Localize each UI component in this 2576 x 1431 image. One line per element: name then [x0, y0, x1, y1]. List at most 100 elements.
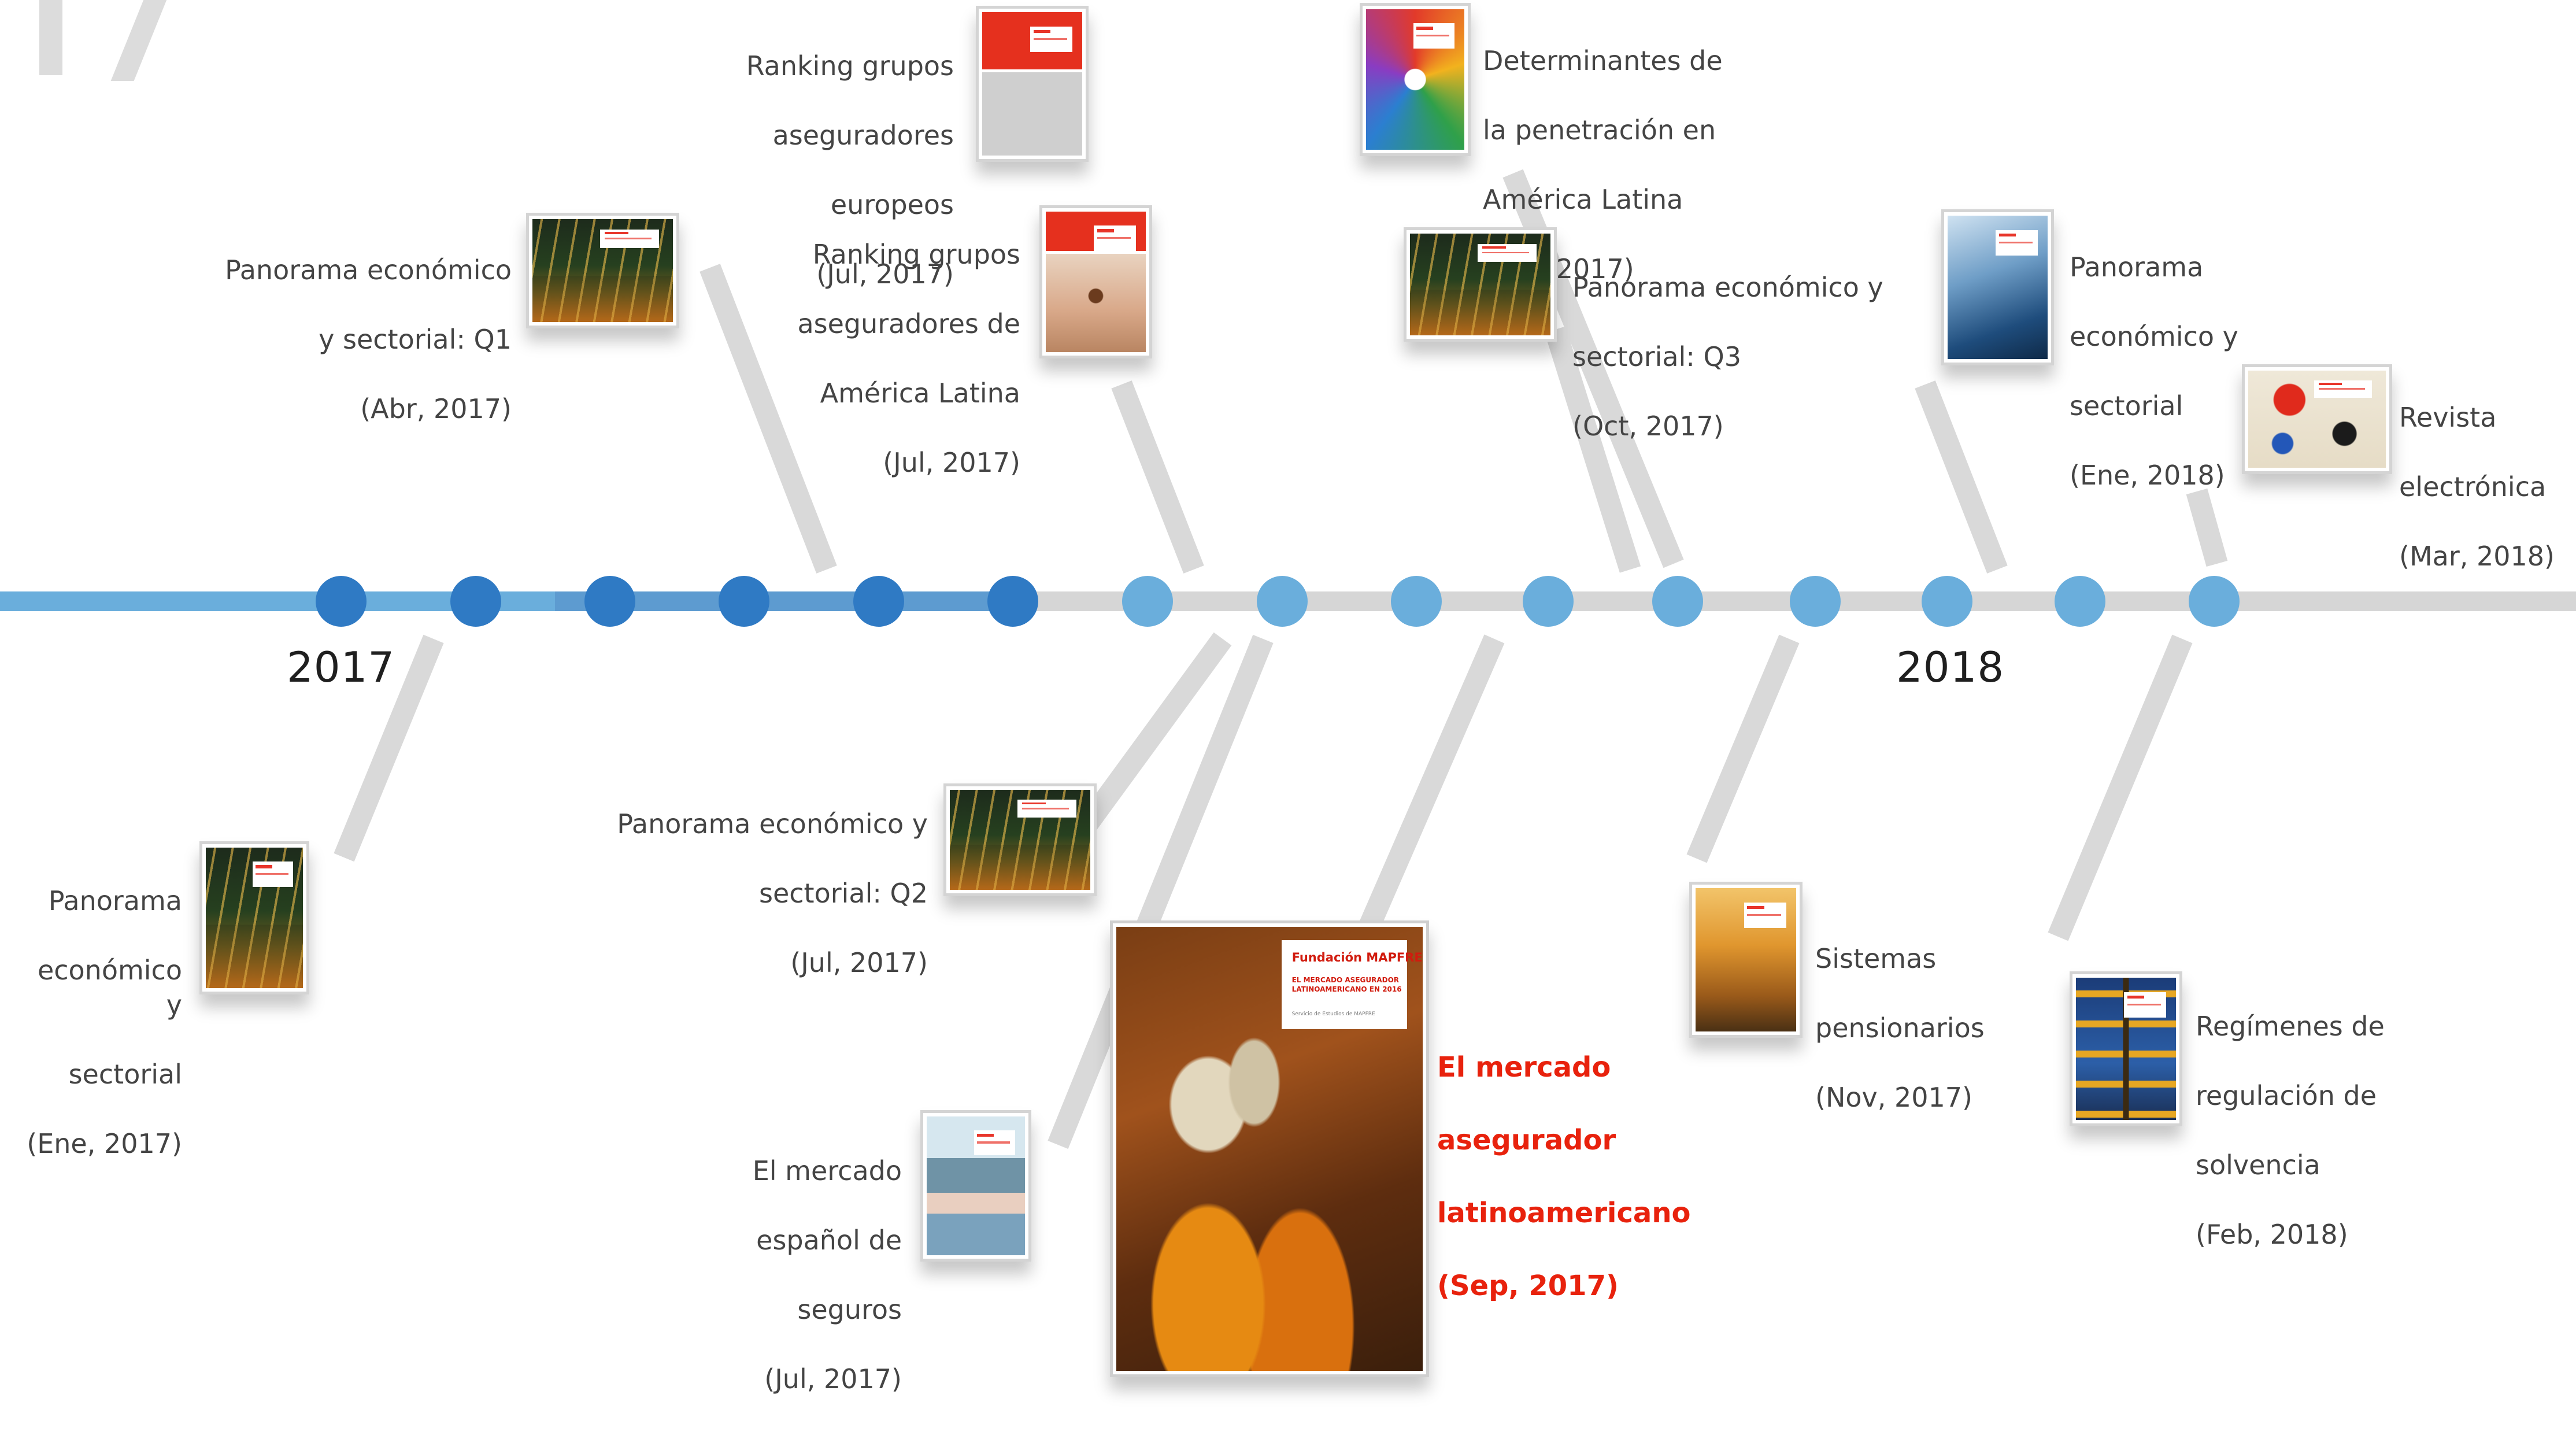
connector-line: [2186, 488, 2228, 567]
label-line: Determinantes de: [1483, 45, 1723, 76]
cover-regimenes-solvencia-2018[interactable]: [2070, 971, 2182, 1126]
cover-determinantes-2017[interactable]: [1360, 3, 1471, 156]
label-line: Ranking grupos: [812, 239, 1020, 270]
label-sistemas-pensionarios-2017: Sistemas pensionarios (Nov, 2017): [1815, 907, 2035, 1149]
label-line: europeos: [830, 189, 954, 220]
cover-subtitle: Servicio de Estudios de MAPFRE: [1291, 1011, 1375, 1017]
cover-sistemas-pensionarios-2017[interactable]: [1689, 882, 1803, 1038]
cover-brand-tag: [1477, 243, 1537, 262]
label-line: (Feb, 2018): [2196, 1219, 2348, 1250]
cover-mercado-latinoamericano-2017[interactable]: Fundación MAPFRE EL MERCADO ASEGURADOR L…: [1110, 920, 1429, 1377]
decorative-slash-mark: [39, 0, 62, 75]
cover-image: [1366, 9, 1464, 150]
cover-title: EL MERCADO ASEGURADOR LATINOAMERICANO EN…: [1291, 976, 1402, 994]
label-line: (Abr, 2017): [360, 393, 512, 424]
label-mercado-espanol-2017: El mercado español de seguros (Jul, 2017…: [726, 1119, 902, 1431]
label-line: América Latina: [820, 378, 1020, 409]
cover-brand-tag: [1017, 800, 1076, 818]
cover-image: [2076, 978, 2176, 1120]
label-line: sectorial: Q2: [759, 878, 928, 909]
cover-image: Fundación MAPFRE EL MERCADO ASEGURADOR L…: [1116, 927, 1423, 1371]
label-line: asegurador: [1437, 1124, 1616, 1156]
cover-panorama-q3-2017[interactable]: [1404, 227, 1557, 342]
timeline-dot: [1257, 576, 1308, 627]
cover-brand-tag: [1413, 23, 1454, 49]
label-panorama-q1-2017: Panorama económico y sectorial: Q1 (Abr,…: [208, 218, 512, 461]
cover-brand-tag: [974, 1130, 1015, 1156]
cover-ranking-latam-2017[interactable]: [1039, 205, 1152, 358]
cover-panorama-q2-2017[interactable]: [943, 783, 1097, 896]
timeline-infographic: 2017 2018 Panorama económico y sectorial…: [0, 0, 2576, 1395]
timeline-dot: [719, 576, 769, 627]
label-line: electrónica: [2399, 471, 2547, 502]
cover-panorama-q1-2017[interactable]: [526, 213, 679, 328]
cover-panorama-ene-2018[interactable]: [1941, 209, 2054, 365]
label-line: (Ene, 2018): [2070, 460, 2225, 491]
timeline-dot: [987, 576, 1038, 627]
timeline-dot: [2189, 576, 2240, 627]
label-ranking-latam-2017: Ranking grupos aseguradores de América L…: [752, 202, 1020, 515]
label-line: (Jul, 2017): [816, 258, 954, 290]
timeline-dots: [316, 576, 2240, 627]
label-line: Ranking grupos: [746, 50, 954, 82]
label-line: sectorial: Q3: [1572, 341, 1741, 372]
label-revista-electronica-2018: Revista electrónica (Mar, 2018): [2399, 365, 2573, 608]
label-line: El mercado: [1437, 1051, 1611, 1084]
cover-image: [532, 219, 673, 322]
label-mercado-latinoamericano-2017: El mercado asegurador latinoamericano (S…: [1437, 1013, 1690, 1341]
cover-brand-tag: [252, 861, 294, 888]
label-line: (Nov, 2017): [1815, 1082, 1972, 1113]
cover-revista-electronica-2018[interactable]: [2242, 364, 2392, 474]
timeline-dot: [584, 576, 635, 627]
cover-title-box: Fundación MAPFRE EL MERCADO ASEGURADOR L…: [1282, 940, 1423, 1029]
cover-image: [1948, 216, 2048, 359]
label-panorama-q2-2017: Panorama económico y sectorial: Q2 (Jul,…: [613, 772, 928, 1015]
connector-line: [334, 634, 444, 862]
label-line: Panorama económico y: [617, 808, 928, 840]
cover-image: [1696, 888, 1796, 1031]
timeline-dot: [450, 576, 501, 627]
label-line: económico y: [2070, 321, 2238, 352]
timeline-dot: [1652, 576, 1703, 627]
label-ranking-europeos-2017: Ranking grupos aseguradores europeos (Ju…: [705, 14, 954, 326]
label-line: aseguradores: [772, 120, 954, 151]
label-line: (Ene, 2017): [27, 1128, 182, 1159]
cover-mercado-espanol-2017[interactable]: [920, 1110, 1031, 1262]
timeline-dot: [1122, 576, 1173, 627]
cover-brand-tag: [2314, 380, 2373, 398]
label-line: (Jul, 2017): [790, 947, 928, 978]
cover-image: [1046, 212, 1146, 352]
label-line: El mercado: [752, 1155, 902, 1186]
connector-line: [1915, 380, 2008, 574]
timeline-dot: [1790, 576, 1841, 627]
label-line: pensionarios: [1815, 1012, 1985, 1044]
label-line: Panorama: [48, 885, 182, 916]
label-line: la penetración en: [1483, 114, 1716, 146]
connector-line: [699, 264, 837, 574]
label-regimenes-solvencia-2018: Regímenes de regulación de solvencia (Fe…: [2196, 974, 2427, 1286]
label-line: Revista: [2399, 402, 2497, 433]
label-line: español de: [756, 1225, 902, 1256]
timeline-dot: [1523, 576, 1574, 627]
timeline-dot: [1391, 576, 1442, 627]
cover-brand-tag: [1030, 26, 1072, 53]
label-line: Panorama económico y: [1572, 272, 1883, 303]
connector-line: [2048, 634, 2193, 941]
timeline-dot: [1922, 576, 1972, 627]
timeline-dot: [316, 576, 367, 627]
label-line: económico y: [37, 955, 182, 1020]
cover-brand-tag: [1094, 225, 1136, 252]
cover-panorama-ene-2017[interactable]: [199, 841, 309, 994]
label-line: (Oct, 2017): [1572, 411, 1724, 442]
cover-image: [982, 12, 1082, 156]
timeline-dot: [853, 576, 904, 627]
connector-line: [1048, 634, 1274, 1149]
label-line: sectorial: [2070, 390, 2183, 421]
label-line: Sistemas: [1815, 943, 1937, 974]
cover-ranking-europeos-2017[interactable]: [976, 6, 1089, 162]
connector-line: [1686, 634, 1800, 863]
year-label-2018: 2018: [1896, 643, 2005, 692]
label-line: Regímenes de: [2196, 1011, 2385, 1042]
label-line: aseguradores de: [797, 308, 1020, 339]
label-line: (Sep, 2017): [1437, 1270, 1619, 1302]
